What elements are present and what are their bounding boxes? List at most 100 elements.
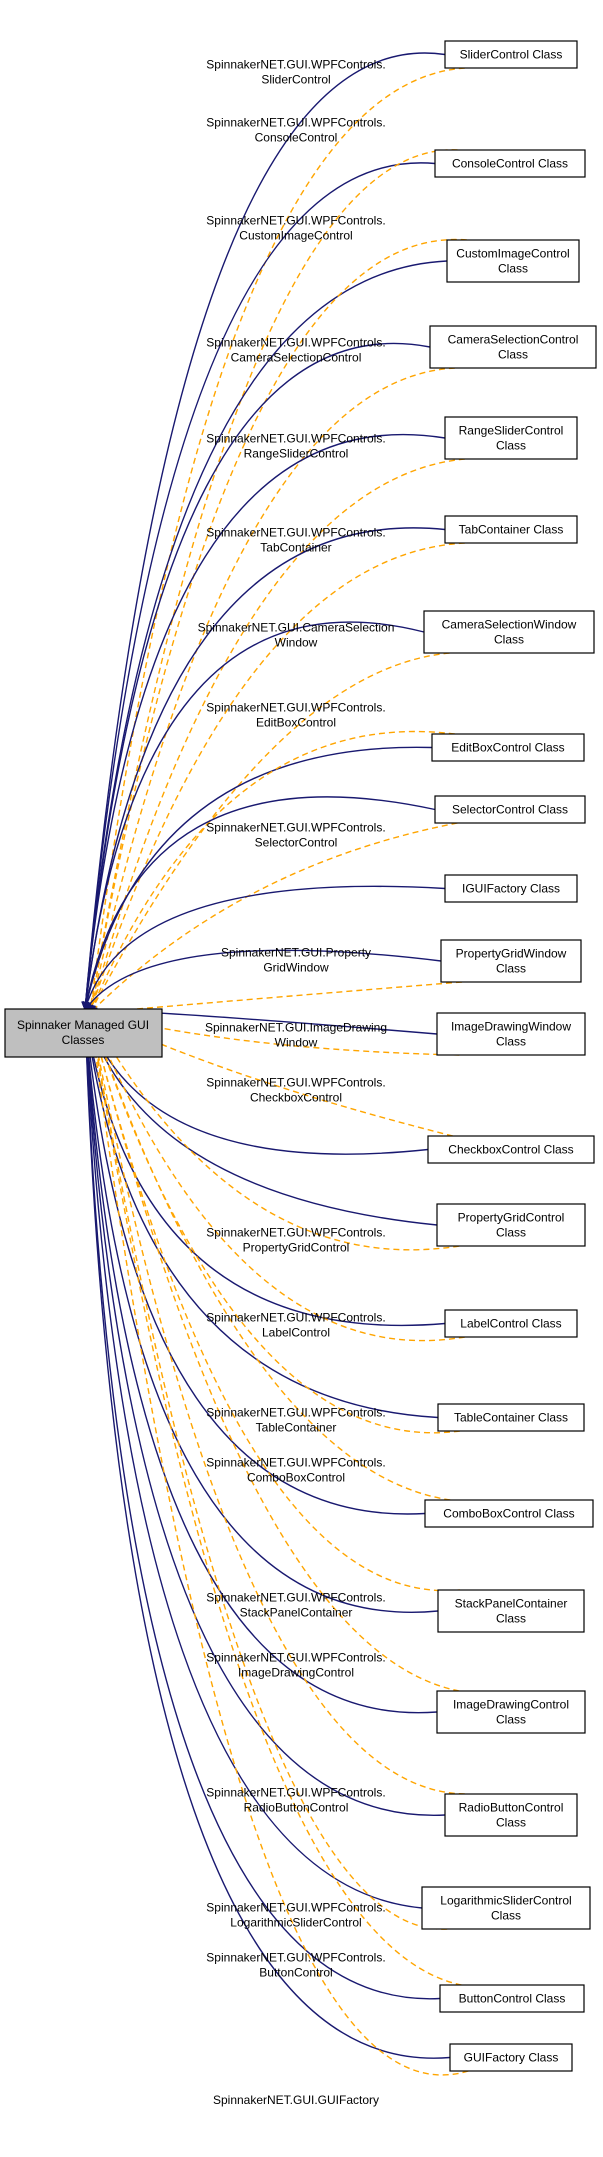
- node-label-slider-control-line-1: SliderControl Class: [460, 48, 563, 62]
- edge-label-label-control-line-1: SpinnakerNET.GUI.WPFControls.: [206, 1311, 385, 1325]
- edge-dashed-image-drawing-control: [87, 1012, 460, 1692]
- edge-label-button-control-line-1: SpinnakerNET.GUI.WPFControls.: [206, 1951, 385, 1965]
- node-box-radio-button-control: [444, 1793, 578, 1837]
- node-label-stack-panel-container-line-1: StackPanelContainer: [455, 1597, 568, 1611]
- edge-solid-selector-control: [82, 796, 436, 1011]
- node-combo-box-control[interactable]: ComboBoxControl Class: [424, 1499, 594, 1528]
- edge-labels-layer: SpinnakerNET.GUI.WPFControls.SliderContr…: [198, 58, 395, 2108]
- node-tab-container[interactable]: TabContainer Class: [444, 515, 578, 544]
- edge-solid-table-container: [81, 1009, 439, 1419]
- node-label-camera-selection-window-line-1: CameraSelectionWindow: [442, 618, 577, 632]
- edge-dashed-logarithmic-slider-control: [86, 1012, 448, 1930]
- edge-label-button-control-line-2: ButtonControl: [259, 1966, 332, 1980]
- edge-dashed-edit-box-control: [89, 730, 455, 1014]
- edges-layer: [80, 52, 469, 2076]
- edge-label-edit-box-control-line-1: SpinnakerNET.GUI.WPFControls.: [206, 701, 385, 715]
- node-box-console-control: [434, 149, 586, 178]
- node-slider-control[interactable]: SliderControl Class: [444, 40, 578, 69]
- node-console-control[interactable]: ConsoleControl Class: [434, 149, 586, 178]
- node-edit-box-control[interactable]: EditBoxControl Class: [431, 733, 585, 762]
- node-checkbox-control[interactable]: CheckboxControl Class: [427, 1135, 595, 1164]
- node-box-edit-box-control: [431, 733, 585, 762]
- node-box-table-container: [437, 1403, 585, 1432]
- edge-solid-igui-factory: [82, 885, 446, 1011]
- edge-label-camera-selection-window-line-2: Window: [275, 636, 318, 650]
- edge-label-combo-box-control-line-2: ComboBoxControl: [247, 1471, 345, 1485]
- node-label-checkbox-control-line-1: CheckboxControl Class: [448, 1143, 573, 1157]
- node-label-property-grid-control-line-2: Class: [496, 1226, 526, 1240]
- node-button-control[interactable]: ButtonControl Class: [439, 1984, 585, 2013]
- edge-label-gui-factory-line-1: SpinnakerNET.GUI.GUIFactory: [213, 2093, 379, 2107]
- edge-solid-image-drawing-control: [81, 1009, 438, 1714]
- edge-label-console-control-line-1: SpinnakerNET.GUI.WPFControls.: [206, 116, 385, 130]
- node-igui-factory[interactable]: IGUIFactory Class: [444, 874, 578, 903]
- node-label-camera-selection-control-line-2: Class: [498, 348, 528, 362]
- node-label-edit-box-control-line-1: EditBoxControl Class: [451, 741, 564, 755]
- node-box-combo-box-control: [424, 1499, 594, 1528]
- edge-dashed-stack-panel-container: [87, 1012, 460, 1592]
- edge-dashed-label-control: [88, 1012, 465, 1342]
- edge-label-tab-container-line-1: SpinnakerNET.GUI.WPFControls.: [206, 526, 385, 540]
- node-box-button-control: [439, 1984, 585, 2013]
- node-label-gui-factory-line-1: GUIFactory Class: [464, 2051, 559, 2065]
- node-label-logarithmic-slider-control-line-2: Class: [491, 1909, 521, 1923]
- edge-dashed-button-control: [86, 1012, 462, 1986]
- edge-dashed-camera-selection-window: [89, 652, 450, 1014]
- edge-label-camera-selection-window-line-1: SpinnakerNET.GUI.CameraSelection: [198, 621, 395, 635]
- node-label-combo-box-control-line-1: ComboBoxControl Class: [443, 1507, 574, 1521]
- root-label-line-2: Classes: [62, 1033, 105, 1047]
- edge-solid-custom-image-control: [81, 260, 448, 1011]
- edge-label-camera-selection-control-line-1: SpinnakerNET.GUI.WPFControls.: [206, 336, 385, 350]
- edge-dashed-selector-control: [89, 822, 458, 1014]
- node-selector-control[interactable]: SelectorControl Class: [434, 795, 586, 824]
- edge-dashed-camera-selection-control: [87, 367, 455, 1014]
- edge-label-slider-control-line-1: SpinnakerNET.GUI.WPFControls.: [206, 58, 385, 72]
- node-label-control[interactable]: LabelControl Class: [444, 1309, 578, 1338]
- node-label-property-grid-window-line-1: PropertyGridWindow: [456, 947, 567, 961]
- edge-solid-gui-factory: [80, 1009, 451, 2059]
- edge-dashed-table-container: [88, 1012, 460, 1434]
- root-node[interactable]: Spinnaker Managed GUI Classes: [4, 1008, 163, 1058]
- node-label-image-drawing-control-line-2: Class: [496, 1713, 526, 1727]
- node-box-slider-control: [444, 40, 578, 69]
- edge-label-image-drawing-window-line-2: Window: [275, 1036, 318, 1050]
- edge-label-console-control-line-2: ConsoleControl: [255, 131, 338, 145]
- edge-label-stack-panel-container-line-1: SpinnakerNET.GUI.WPFControls.: [206, 1591, 385, 1605]
- edge-solid-radio-button-control: [80, 1009, 446, 1816]
- edge-dashed-property-grid-control: [89, 1012, 460, 1251]
- node-label-selector-control-line-1: SelectorControl Class: [452, 803, 568, 817]
- node-box-property-grid-window: [440, 939, 582, 983]
- edge-dashed-radio-button-control: [87, 1012, 465, 1795]
- edge-dashed-tab-container: [88, 542, 465, 1014]
- node-box-camera-selection-window: [423, 610, 595, 654]
- node-label-range-slider-control-line-2: Class: [496, 439, 526, 453]
- edge-label-property-grid-window-line-2: GridWindow: [263, 961, 329, 975]
- node-table-container[interactable]: TableContainer Class: [437, 1403, 585, 1432]
- node-gui-factory[interactable]: GUIFactory Class: [449, 2043, 573, 2072]
- edge-solid-button-control: [80, 1009, 441, 2000]
- edge-dashed-image-drawing-window: [89, 1010, 460, 1056]
- node-box-selector-control: [434, 795, 586, 824]
- node-label-image-drawing-window-line-1: ImageDrawingWindow: [451, 1020, 571, 1034]
- node-label-property-grid-window-line-2: Class: [496, 962, 526, 976]
- edge-label-edit-box-control-line-2: EditBoxControl: [256, 716, 336, 730]
- edge-solid-property-grid-window: [84, 949, 442, 1011]
- edge-label-camera-selection-control-line-2: CameraSelectionControl: [231, 351, 362, 365]
- node-box-tab-container: [444, 515, 578, 544]
- edge-label-checkbox-control-line-1: SpinnakerNET.GUI.WPFControls.: [206, 1076, 385, 1090]
- node-label-image-drawing-control-line-1: ImageDrawingControl: [453, 1698, 569, 1712]
- edge-label-range-slider-control-line-1: SpinnakerNET.GUI.WPFControls.: [206, 432, 385, 446]
- node-label-camera-selection-control-line-1: CameraSelectionControl: [448, 333, 579, 347]
